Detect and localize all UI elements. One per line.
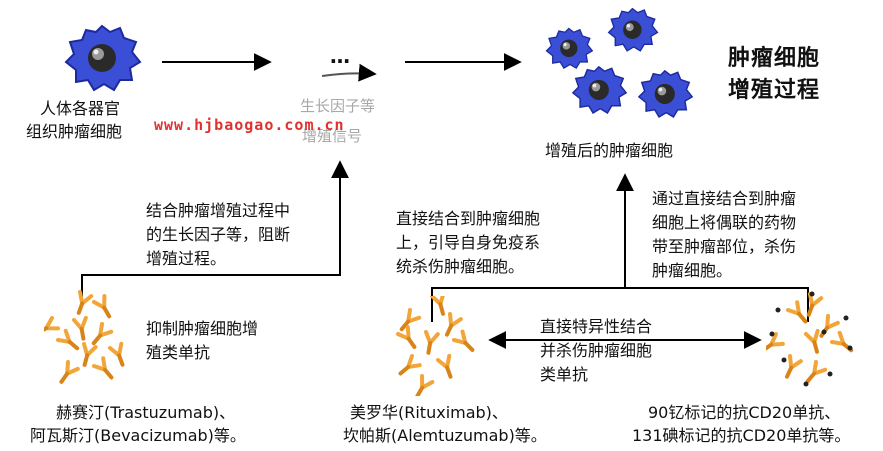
title-line1: 肿瘤细胞 — [728, 46, 821, 71]
direct-desc-line1: 直接结合到肿瘤细胞 — [396, 209, 541, 228]
examples-right-line2: 131碘标记的抗CD20单抗等。 — [632, 426, 851, 445]
specific-label-line1: 直接特异性结合 — [540, 317, 653, 336]
signal-dots: … — [330, 44, 352, 68]
origin-label-line1: 人体各器官 — [40, 99, 121, 118]
title-line2: 增殖过程 — [728, 78, 821, 103]
arrow-inhibit-to-signal — [81, 160, 349, 300]
carrier-desc-line2: 细胞上将偶联的药物 — [652, 213, 797, 232]
antibody-cluster-middle-icon — [394, 296, 482, 396]
block-desc-line1: 结合肿瘤增殖过程中 — [146, 201, 291, 220]
watermark-text: www.hjbaogao.com.cn — [154, 116, 345, 134]
antibody-cluster-left-icon — [44, 290, 131, 388]
examples-left-line2: 阿瓦斯汀(Bevacizumab)等。 — [30, 426, 246, 445]
bracket-mid-right — [431, 287, 809, 322]
inhibit-label-line1: 抑制肿瘤细胞增 — [146, 319, 259, 338]
examples-left-line1: 赫赛汀(Trastuzumab)、 — [56, 403, 236, 422]
examples-mid-line2: 坎帕斯(Alemtuzumab)等。 — [343, 426, 547, 445]
specific-label-line3: 类单抗 — [540, 365, 589, 384]
proliferated-label: 增殖后的肿瘤细胞 — [545, 141, 674, 160]
carrier-desc-line3: 带至肿瘤部位，杀伤 — [652, 237, 797, 256]
proliferated-cells-icon — [545, 7, 694, 118]
tumor-cell-icon — [64, 24, 142, 92]
growth-factor-label-line2: 增殖信号 — [302, 127, 363, 145]
block-desc-line2: 的生长因子等，阻断 — [146, 225, 291, 244]
growth-factor-label-line1: 生长因子等 — [300, 97, 376, 115]
direct-desc-line2: 上，引导自身免疫系 — [396, 233, 541, 252]
carrier-desc-line1: 通过直接结合到肿瘤 — [652, 189, 797, 208]
block-desc-line3: 增殖过程。 — [146, 249, 227, 268]
inhibit-label-line2: 殖类单抗 — [146, 343, 211, 362]
carrier-desc-line4: 肿瘤细胞。 — [652, 261, 733, 280]
direct-desc-line3: 统杀伤肿瘤细胞。 — [396, 257, 525, 276]
conjugated-antibody-cluster-icon — [766, 291, 858, 388]
specific-label-line2: 并杀伤肿瘤细胞 — [540, 341, 653, 360]
examples-mid-line1: 美罗华(Rituximab)、 — [350, 403, 508, 422]
arrow-dots-curve — [321, 63, 377, 82]
examples-right-line1: 90钇标记的抗CD20单抗、 — [648, 403, 841, 422]
origin-label-line2: 组织肿瘤细胞 — [26, 122, 123, 141]
